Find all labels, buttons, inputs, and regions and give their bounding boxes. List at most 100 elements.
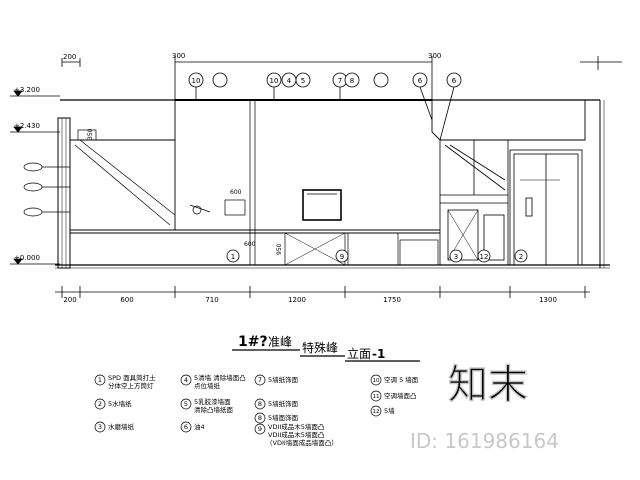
bottom-callout-labels: 1 9 3 12 2	[231, 253, 523, 261]
legend-text: 点位墙纸	[194, 381, 221, 390]
legend-item: 11 空调墙面凸	[370, 390, 417, 402]
legend-num: 7	[258, 376, 262, 384]
legend-num: 5	[184, 400, 188, 408]
dim-label: 1750	[383, 296, 401, 304]
legend-text: 水磨墙纸	[108, 422, 135, 431]
legend-num: 10	[373, 378, 380, 384]
title-prefix: 1#?	[238, 334, 268, 350]
dim-inner-350: 350	[87, 128, 94, 140]
dim-top-right: 300	[428, 52, 441, 60]
title-part3: 立面	[347, 346, 371, 361]
legend-text: SPD 面具简打土	[108, 373, 156, 382]
title-suffix: -1	[372, 347, 385, 361]
legend-text: 5墙纸饰面	[268, 399, 299, 408]
dim-top-left: 300	[172, 52, 185, 60]
door	[509, 149, 583, 266]
legend-text: 清除凸墙纸面	[194, 405, 234, 414]
counter	[70, 229, 440, 266]
dim-label: 710	[205, 296, 218, 304]
callout-label: 3	[454, 253, 458, 261]
callout-label: 5	[301, 77, 305, 85]
wardrobe	[439, 139, 509, 266]
legend-text: 空调墙面凸	[384, 391, 417, 400]
legend-item: 1 SPD 面具简打土 分体空上方筒灯	[94, 373, 156, 390]
top-callouts	[188, 72, 462, 141]
callout-label: 6	[452, 77, 457, 85]
legend-num: 2	[98, 400, 102, 408]
dim-label: 1200	[288, 296, 306, 304]
legend-num: 8	[258, 400, 262, 408]
callout-label: 10	[270, 77, 279, 85]
legend-text: 5墙纸饰面	[268, 375, 299, 384]
callout-label: 4	[287, 77, 292, 85]
legend-item: 2 5水墙纸	[94, 398, 132, 410]
legend-text: VDII成品木5墙面凸	[268, 422, 324, 431]
center-wall	[174, 100, 342, 265]
legend-text: 5墙	[384, 406, 395, 415]
legend-item: 7 5墙纸饰面	[254, 374, 299, 386]
legend-text: 5墙面饰面	[268, 413, 299, 422]
elevation-floor: ±0.000	[14, 254, 40, 262]
legend-num: 8	[258, 414, 262, 422]
legend-item: 8 5墙面饰面	[254, 412, 299, 424]
watermark-logo: 知末	[448, 362, 528, 408]
tv-screen	[302, 189, 342, 221]
legend-text: 5水墙纸	[108, 399, 132, 408]
dim-inner-950: 950	[276, 243, 283, 255]
dim-label: 200	[63, 296, 76, 304]
legend-num: 11	[373, 394, 380, 400]
title-part1: 准峰	[268, 335, 292, 349]
callout-label: 1	[231, 253, 235, 261]
legend-item: 12 5墙	[370, 405, 395, 417]
bottom-dimension-labels: 200 600 710 1200 1750 1300	[63, 296, 557, 304]
legend-num: 3	[98, 423, 102, 431]
legend-item: 5 5乳胶漆墙面 清除凸墙纸面	[180, 397, 234, 414]
dim-label: 600	[120, 296, 133, 304]
top-callout-labels: 10 10 4 5 7 8 6 6	[192, 77, 457, 85]
watermark: 知末 ID: 161986164	[410, 361, 559, 453]
watermark-id: ID: 161986164	[410, 429, 559, 453]
legend-num: 6	[184, 423, 188, 431]
legend-text: 油4	[194, 422, 205, 431]
legend-item: 6 油4	[180, 421, 205, 433]
callout-label: 9	[340, 253, 344, 261]
legend-item: 9 VDII成品木5墙面凸 VDII成品木5墙面凸 （VDII墙面成品墙面凸）	[254, 422, 338, 447]
legend-text: VDII成品木5墙面凸	[268, 430, 324, 439]
legend-text: 5乳胶漆墙面	[194, 397, 231, 406]
callout-label: 7	[338, 77, 342, 85]
drawing-title: 1#? 准峰 特殊峰 立面 -1	[232, 334, 420, 362]
wall-outline	[55, 99, 610, 269]
legend-text: （VDII墙面成品墙面凸）	[266, 438, 338, 447]
legend-text: 5清墙 清除墙面凸	[194, 373, 246, 382]
dim-inner-600a: 600	[230, 189, 242, 196]
bottom-callouts	[226, 249, 528, 263]
callout-label: 6	[418, 77, 423, 85]
callout-label: 12	[480, 253, 489, 261]
elevation-markers	[10, 90, 60, 265]
top-dimension-chain	[61, 56, 622, 100]
elevation-top: +3.200	[14, 86, 40, 94]
title-part2: 特殊峰	[302, 340, 338, 355]
callout-label: 8	[350, 77, 354, 85]
left-reference-tags	[23, 162, 70, 217]
dim-inner-600b: 600	[244, 241, 256, 248]
legend-item: 4 5清墙 清除墙面凸 点位墙纸	[180, 373, 246, 390]
left-panel	[69, 129, 176, 231]
dim-label: 1300	[539, 296, 557, 304]
dim-top-small: 200	[63, 53, 76, 61]
callout-label: 2	[519, 253, 523, 261]
legend: 1 SPD 面具简打土 分体空上方筒灯 2 5水墙纸 3 水磨墙纸 4 5清墙 …	[94, 373, 419, 447]
legend-item: 10 空调 5 墙面	[370, 374, 419, 386]
legend-num: 1	[98, 376, 102, 384]
legend-text: 空调 5 墙面	[384, 375, 419, 384]
legend-num: 12	[373, 409, 380, 415]
legend-item: 8 5墙纸饰面	[254, 398, 299, 410]
legend-item: 3 水磨墙纸	[94, 421, 135, 433]
legend-num: 9	[258, 425, 262, 433]
bottom-dimension-chain	[55, 286, 590, 298]
elevation-mid: +2.430	[14, 122, 40, 130]
callout-label: 10	[192, 77, 201, 85]
legend-num: 4	[184, 376, 188, 384]
legend-text: 分体空上方筒灯	[108, 381, 154, 390]
